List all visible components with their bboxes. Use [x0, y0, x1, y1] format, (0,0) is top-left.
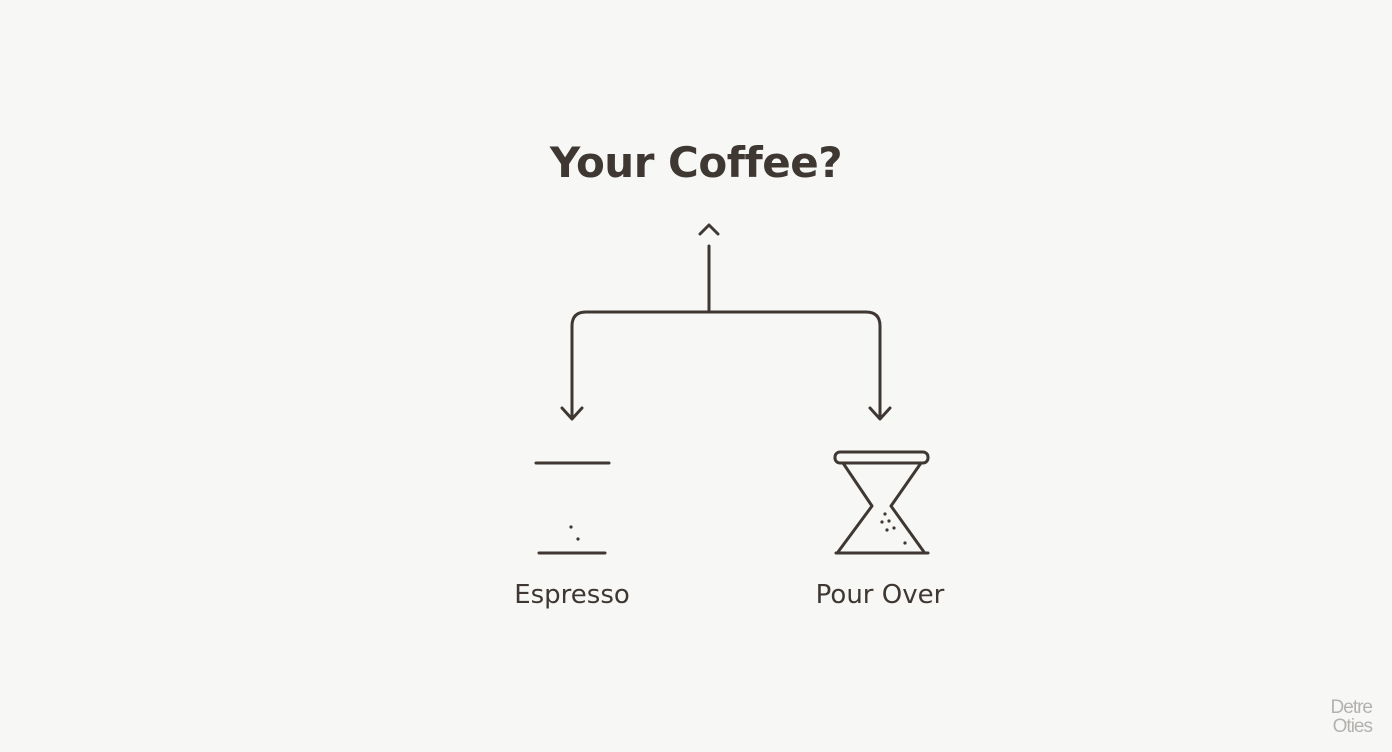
- watermark-logo: Detre Oties: [1282, 697, 1373, 737]
- watermark-line-2: Oties: [1332, 716, 1373, 737]
- up-caret-icon: [698, 223, 720, 236]
- diagram-title: Your Coffee?: [549, 138, 843, 187]
- branch-line: [570, 310, 882, 420]
- pour-over-icon: [833, 450, 930, 555]
- option-label-espresso: Espresso: [514, 580, 630, 610]
- right-arrowhead: [868, 406, 892, 421]
- espresso-icon: [534, 461, 611, 555]
- option-label-pour-over: Pour Over: [815, 580, 945, 610]
- watermark-line-1: Detre: [1330, 697, 1373, 718]
- left-arrowhead: [560, 406, 584, 421]
